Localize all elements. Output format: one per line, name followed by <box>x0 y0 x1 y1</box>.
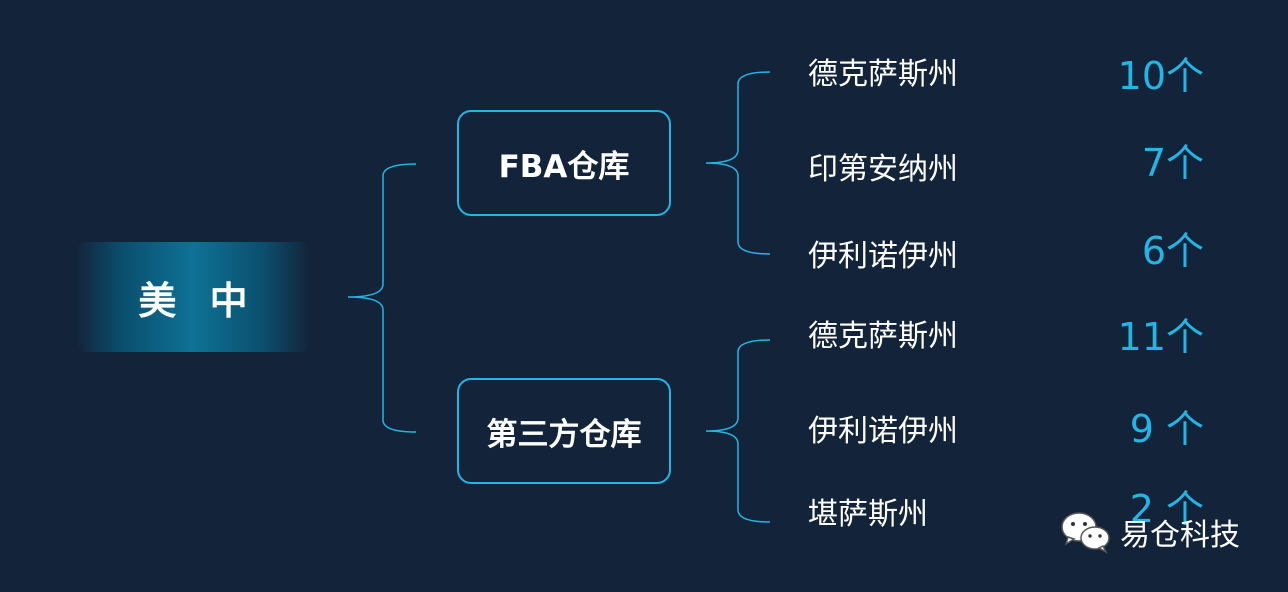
count-label: 11个 <box>1117 315 1204 359</box>
branch-third-party-warehouse: 第三方仓库 <box>457 378 671 484</box>
root-label: 美 中 <box>138 278 258 323</box>
count-label: 7个 <box>1141 141 1204 185</box>
branch-fba-warehouse: FBA仓库 <box>457 110 671 216</box>
state-label: 德克萨斯州 <box>808 57 958 92</box>
count-label: 6个 <box>1141 229 1204 273</box>
state-label: 印第安纳州 <box>808 152 958 187</box>
watermark-label: 易仓科技 <box>1120 518 1240 553</box>
state-label: 堪萨斯州 <box>808 497 928 532</box>
branch-label: FBA仓库 <box>498 148 630 185</box>
state-label: 伊利诺伊州 <box>808 239 958 274</box>
state-label: 德克萨斯州 <box>808 319 958 354</box>
wechat-icon <box>1061 512 1110 554</box>
branch-label: 第三方仓库 <box>486 416 642 453</box>
root-brace <box>347 163 417 433</box>
root-node: 美 中 <box>76 242 310 352</box>
count-label: 9 个 <box>1129 407 1204 451</box>
count-label: 2 个 <box>1129 487 1204 531</box>
watermark: 易仓科技 <box>1060 510 1240 554</box>
state-label: 伊利诺伊州 <box>808 414 958 449</box>
third-party-brace <box>705 339 771 523</box>
count-label: 10个 <box>1117 54 1204 98</box>
fba-brace <box>705 71 771 255</box>
